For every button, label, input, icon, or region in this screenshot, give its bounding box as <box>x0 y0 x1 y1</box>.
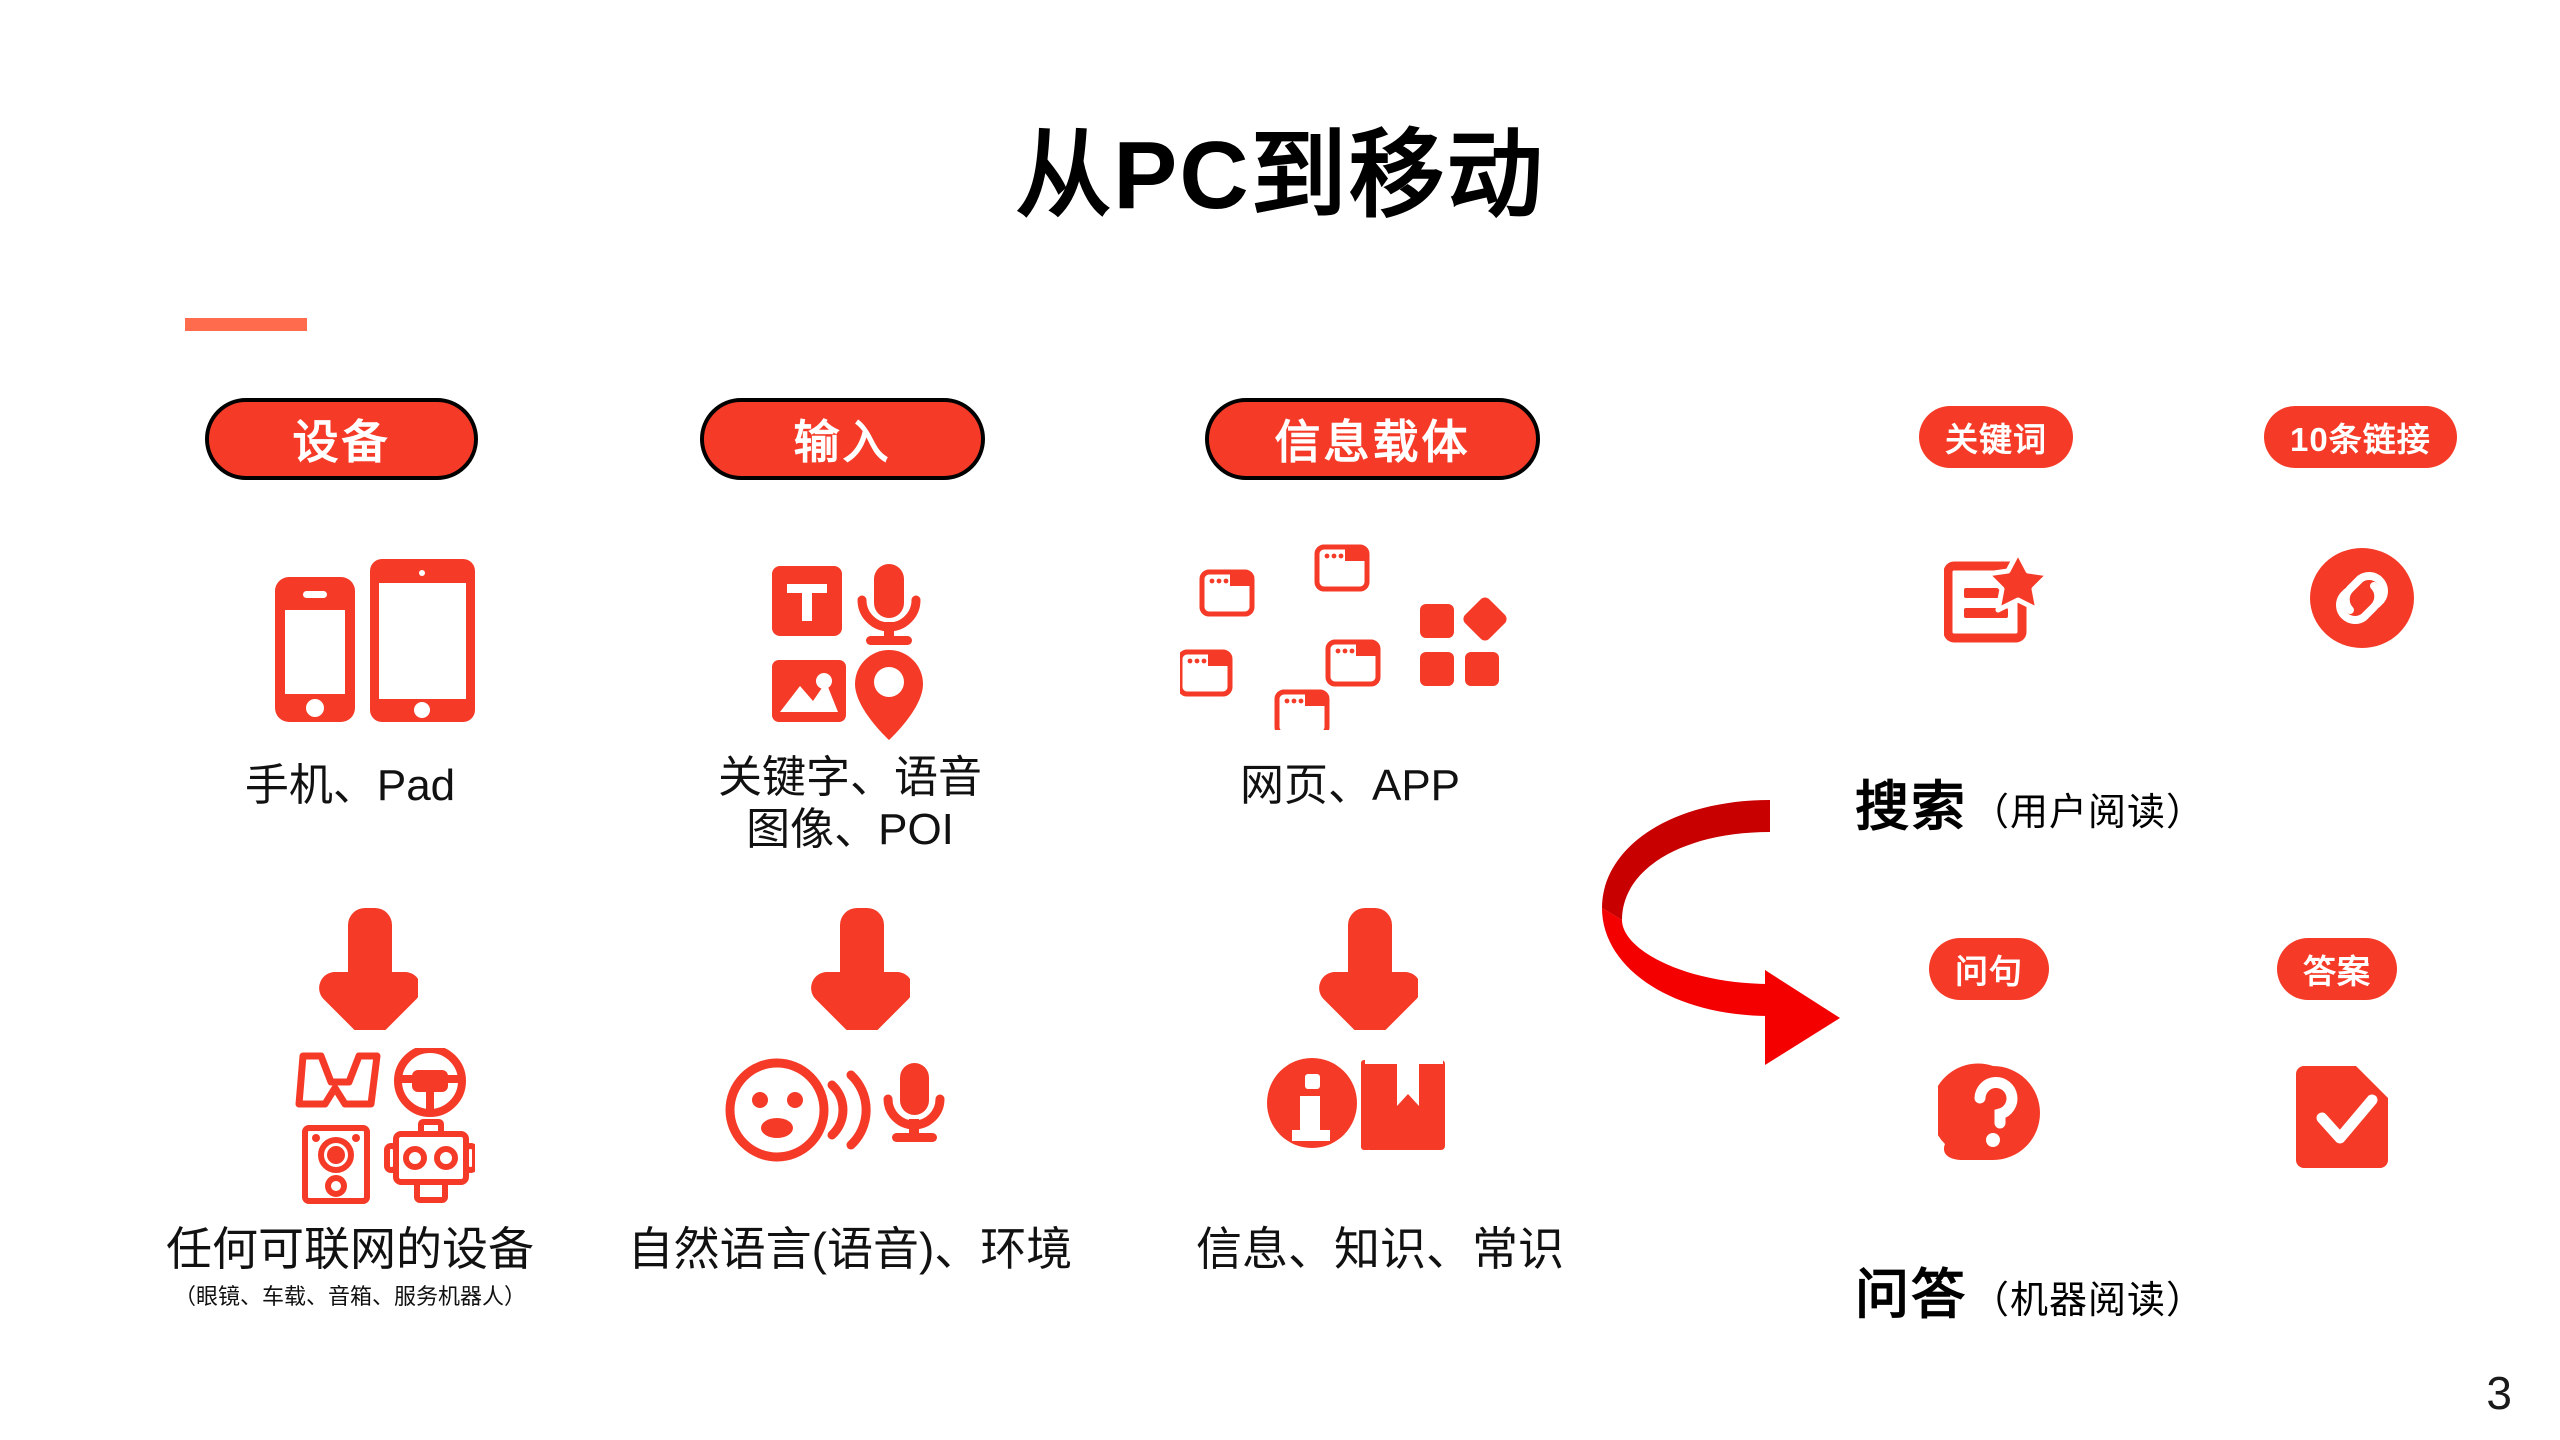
location-pin-icon <box>855 650 923 740</box>
input-top-label: 关键字、语音 图像、POI <box>718 753 982 854</box>
browser-window-icon <box>1180 544 1381 730</box>
speaking-face-icon <box>725 1058 829 1162</box>
image-icon <box>772 660 846 722</box>
page-title: 从PC到移动 <box>1015 122 1545 229</box>
input-icons-group <box>770 560 950 740</box>
search-title-paren: （用户阅读） <box>1971 792 2206 834</box>
carrier-icons-group <box>1180 540 1520 730</box>
link-circle-icon <box>2310 548 2415 648</box>
iot-devices-icons-group <box>295 1048 475 1208</box>
qa-pill-answer[interactable]: 答案 <box>2277 938 2397 1000</box>
page-number: 3 <box>2486 1367 2512 1419</box>
device-bottom-label: 任何可联网的设备 <box>166 1223 534 1275</box>
search-pill-links[interactable]: 10条链接 <box>2264 406 2457 468</box>
search-title-strong: 搜索 <box>1855 777 1967 837</box>
down-arrow-carrier <box>1308 902 1418 1030</box>
accent-dash <box>185 318 307 331</box>
tablet-icon <box>370 559 475 722</box>
device-top-label: 手机、Pad <box>244 761 456 810</box>
column-pill-carrier[interactable]: 信息载体 <box>1205 398 1540 480</box>
qa-title-paren: （机器阅读） <box>1971 1280 2206 1322</box>
search-pill-keyword[interactable]: 关键词 <box>1919 406 2073 468</box>
down-arrow-input <box>800 902 910 1030</box>
natural-language-icons-group <box>720 1055 970 1175</box>
column-pill-device[interactable]: 设备 <box>205 398 478 480</box>
book-icon <box>1361 1058 1445 1150</box>
microphone-icon <box>883 1063 945 1142</box>
column-pill-input[interactable]: 输入 <box>700 398 985 480</box>
app-grid-icon <box>1420 597 1507 686</box>
search-section-title: 搜索 （用户阅读） <box>1855 762 2205 841</box>
glasses-icon <box>295 1052 381 1108</box>
down-arrow-device <box>308 902 418 1030</box>
phone-icon <box>275 577 355 722</box>
device-icons-group <box>265 555 495 730</box>
speaker-icon <box>302 1125 370 1204</box>
qa-pill-question[interactable]: 问句 <box>1929 938 2049 1000</box>
text-box-icon <box>772 566 842 636</box>
carrier-top-label: 网页、APP <box>1239 761 1461 810</box>
info-circle-icon <box>1267 1058 1357 1148</box>
qa-section-title: 问答 （机器阅读） <box>1855 1250 2205 1329</box>
robot-icon <box>384 1119 475 1203</box>
microphone-icon <box>857 564 921 645</box>
qa-title-strong: 问答 <box>1855 1265 1967 1325</box>
sound-wave-icon <box>827 1070 871 1150</box>
curved-swoosh-arrow-icon <box>1580 790 1900 1080</box>
knowledge-icons-group <box>1265 1050 1450 1160</box>
question-bubble-icon <box>1938 1062 2048 1172</box>
device-bottom-sublabel: （眼镜、车载、音箱、服务机器人） <box>173 1284 526 1309</box>
steering-wheel-icon <box>394 1048 466 1117</box>
list-star-icon <box>1944 550 2054 645</box>
document-check-icon <box>2296 1062 2396 1170</box>
input-bottom-label: 自然语言(语音)、环境 <box>627 1223 1073 1275</box>
carrier-bottom-label: 信息、知识、常识 <box>1196 1223 1564 1275</box>
